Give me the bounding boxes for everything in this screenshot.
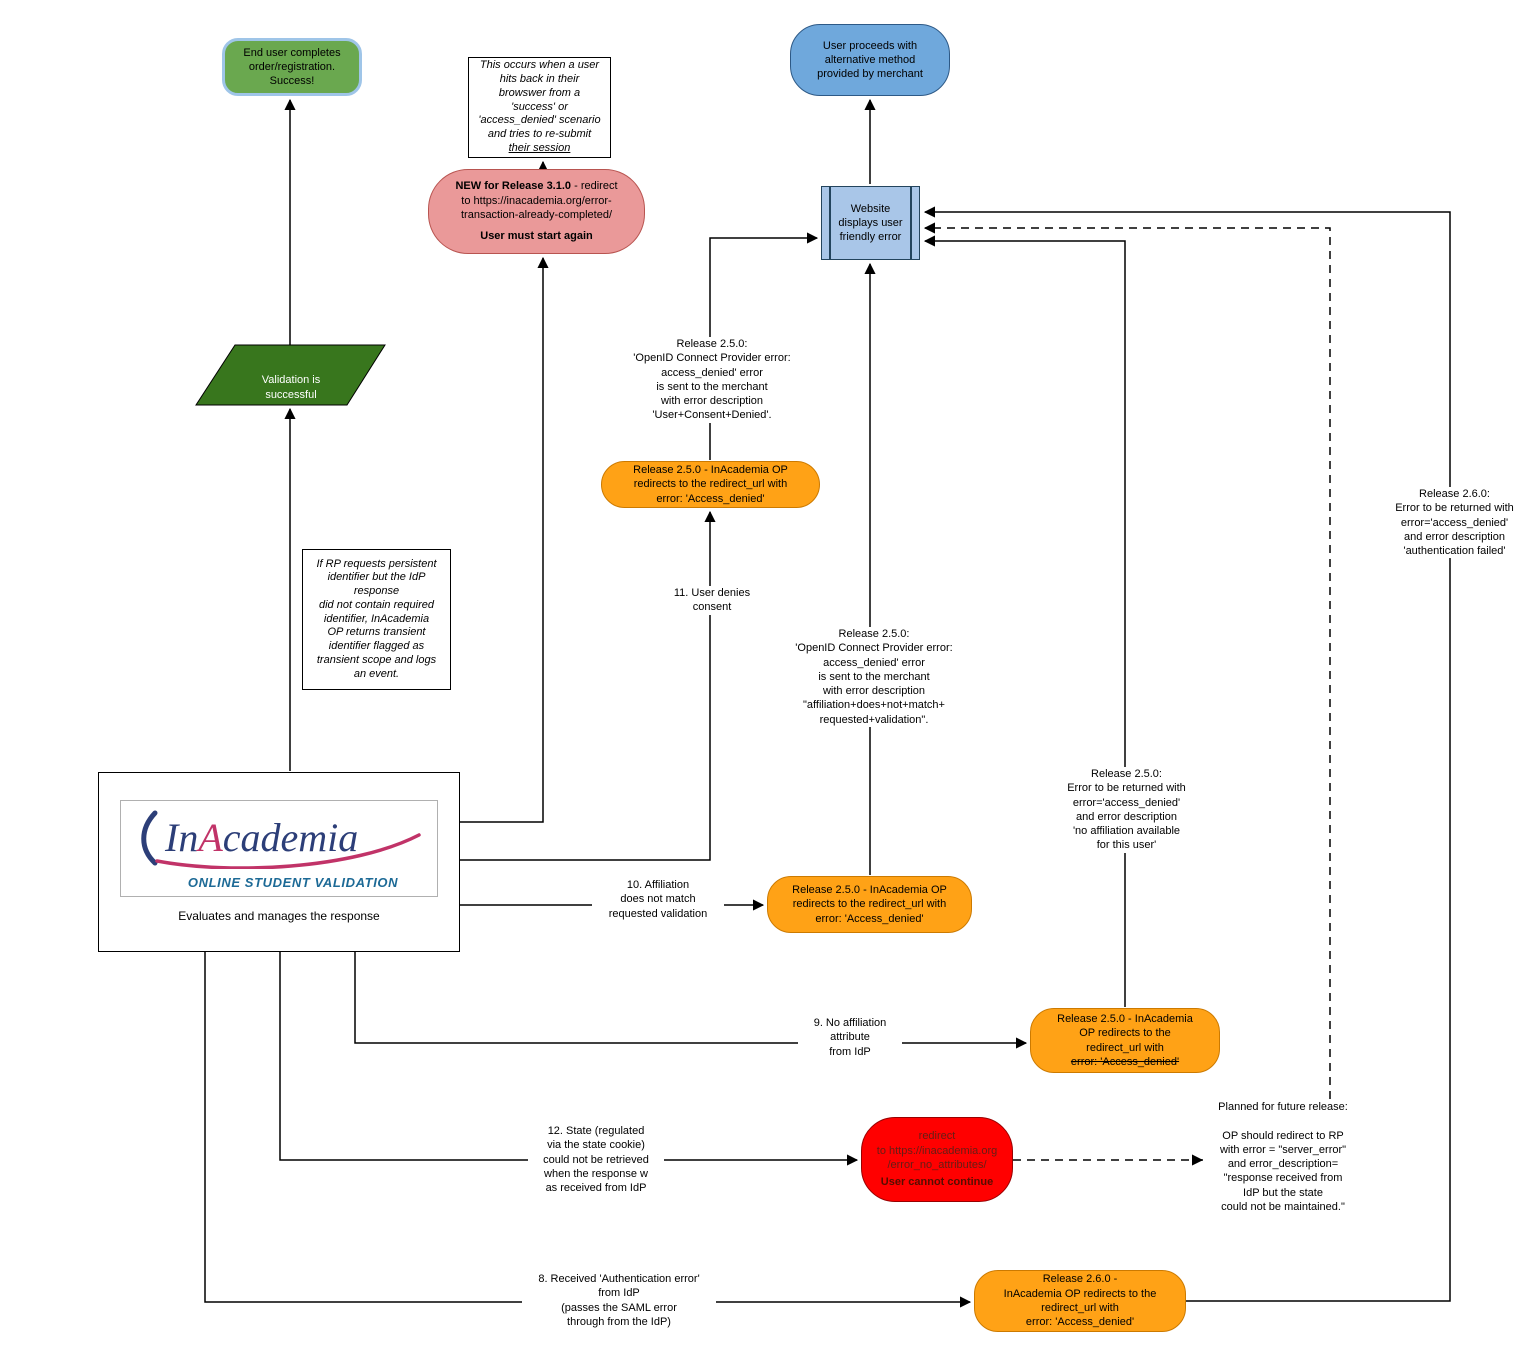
node-success-end: End user completes order/registration. S…: [222, 38, 362, 96]
predefined-process-bar-left: [829, 187, 831, 259]
predefined-process-bar-right: [910, 187, 912, 259]
logo-wordmark: InAcademia: [164, 815, 358, 860]
node-op-redirect-auth-error: Release 2.6.0 - InAcademia OP redirects …: [974, 1270, 1186, 1332]
inacademia-caption: Evaluates and manages the response: [178, 908, 380, 923]
op-redirect-affiliation-text: Release 2.5.0 - InAcademia OP redirects …: [792, 884, 947, 925]
op-redirect-no-affiliation-text: Release 2.5.0 - InAcademia OP redirects …: [1057, 1012, 1193, 1054]
logo-arc: [141, 810, 158, 866]
error-no-attributes-footer: User cannot continue: [880, 1176, 994, 1189]
restart-title: NEW for Release 3.1.0: [455, 180, 572, 193]
label-planned-future-release: Planned for future release: OP should re…: [1203, 1100, 1363, 1215]
inacademia-logo: InAcademia ONLINE STUDENT VALIDATION: [120, 799, 438, 897]
restart-redirect-text: NEW for Release 3.1.0 - redirect to http…: [439, 179, 635, 222]
restart-body: - redirect to https://inacademia.org/err…: [460, 180, 618, 221]
user-proceeds-text: User proceeds with alternative method pr…: [817, 39, 923, 81]
error-no-attributes-text: redirect to https://inacademia.org /erro…: [876, 1130, 998, 1171]
node-op-redirect-no-affiliation: Release 2.5.0 - InAcademia OP redirects …: [1030, 1008, 1220, 1073]
node-website-error: Website displays user friendly error: [821, 186, 920, 260]
label-step-11: 11. User denies consent: [650, 586, 774, 615]
inacademia-logo-graphic: InAcademia: [141, 810, 421, 870]
logo-swoosh: [155, 832, 421, 870]
note-resubmit: This occurs when a user hits back in the…: [468, 57, 611, 158]
op-redirect-consent-text: Release 2.5.0 - InAcademia OP redirects …: [633, 464, 788, 505]
node-user-proceeds: User proceeds with alternative method pr…: [790, 24, 950, 96]
node-restart-redirect: NEW for Release 3.1.0 - redirect to http…: [428, 169, 645, 254]
note-resubmit-text: This occurs when a user hits back in the…: [478, 59, 601, 141]
success-end-text: End user completes order/registration. S…: [243, 46, 341, 88]
restart-footer: User must start again: [480, 230, 593, 243]
node-validation-successful: Validation is successful: [221, 359, 361, 402]
note-rp-persistent-identifier: If RP requests persistent identifier but…: [302, 549, 451, 690]
note-resubmit-underline: their session: [508, 141, 571, 154]
label-release-260-auth-failed: Release 2.6.0: Error to be returned with…: [1380, 487, 1529, 559]
label-step-10: 10. Affiliation does not match requested…: [592, 878, 724, 921]
label-release-250-affiliation: Release 2.5.0: 'OpenID Connect Provider …: [778, 627, 970, 728]
logo-tagline: ONLINE STUDENT VALIDATION: [187, 874, 399, 890]
validation-text: Validation is successful: [261, 374, 321, 401]
label-step-12: 12. State (regulated via the state cooki…: [528, 1124, 664, 1196]
note-rp-text: If RP requests persistent identifier but…: [316, 557, 437, 680]
op-redirect-no-affiliation-strike: error: 'Access_denied': [1070, 1055, 1180, 1068]
op-redirect-auth-error-text: Release 2.6.0 - InAcademia OP redirects …: [1003, 1273, 1157, 1329]
node-inacademia-evaluator: InAcademia ONLINE STUDENT VALIDATION Eva…: [98, 772, 460, 952]
node-error-no-attributes: redirect to https://inacademia.org /erro…: [861, 1117, 1013, 1202]
validation-parallelogram-shape: [195, 344, 386, 406]
label-release-250-no-affiliation: Release 2.5.0: Error to be returned with…: [1052, 767, 1201, 853]
label-release-250-consent: Release 2.5.0: 'OpenID Connect Provider …: [615, 337, 809, 423]
label-step-9: 9. No affiliation attribute from IdP: [798, 1016, 902, 1059]
label-step-8: 8. Received 'Authentication error' from …: [522, 1272, 716, 1330]
node-op-redirect-affiliation-mismatch: Release 2.5.0 - InAcademia OP redirects …: [767, 876, 972, 933]
node-op-redirect-consent-denied: Release 2.5.0 - InAcademia OP redirects …: [601, 461, 820, 508]
website-error-text: Website displays user friendly error: [838, 202, 903, 244]
